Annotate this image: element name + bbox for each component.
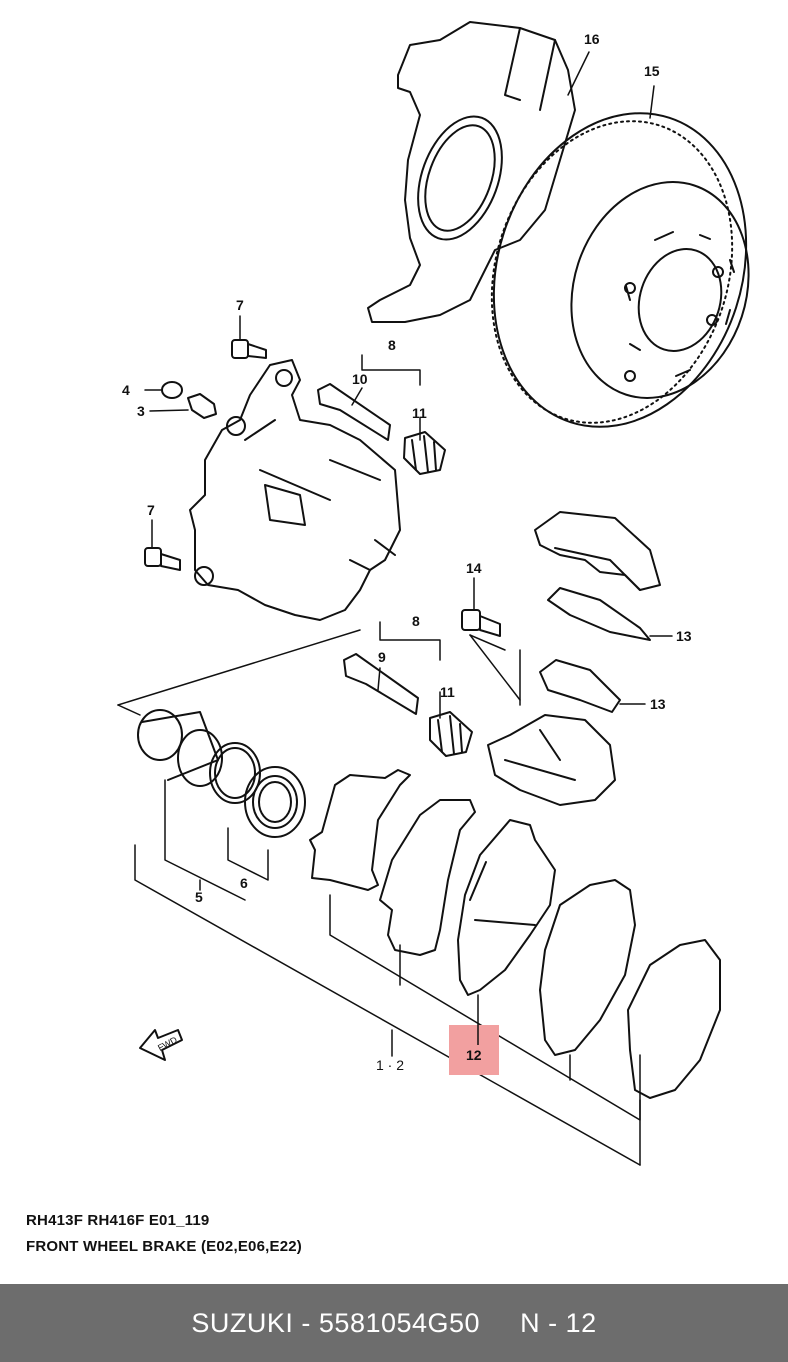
- fwd-arrow-icon: [139, 1029, 183, 1061]
- diagram-title: FRONT WHEEL BRAKE (E02,E06,E22): [26, 1238, 302, 1255]
- brake-pad-inner: [539, 879, 636, 1056]
- label-16: 16: [584, 31, 600, 47]
- label-5: 5: [195, 889, 203, 905]
- caliper-bracket-upper: [534, 511, 661, 591]
- leader-lines: [117, 51, 673, 1166]
- brake-exploded-diagram: 16 15 7 8 10 4 3 11 7 14 13 8 9 11 13 5 …: [117, 21, 750, 1166]
- bolt-7-top: [231, 339, 267, 359]
- bolt-14: [461, 609, 501, 637]
- label-1-2: 1 · 2: [376, 1057, 404, 1073]
- label-8-lower: 8: [412, 613, 420, 629]
- pad-shim-inner: [627, 939, 721, 1099]
- footer-bar: SUZUKI - 5581054G50 N - 12: [0, 1284, 788, 1362]
- label-15: 15: [644, 63, 660, 79]
- label-8-top: 8: [388, 337, 396, 353]
- label-13-upper: 13: [676, 628, 692, 644]
- pin-bolt-9: [343, 653, 419, 715]
- dust-shield: [367, 21, 576, 323]
- pin-bolt-10: [317, 383, 391, 441]
- boot-11-top: [403, 431, 446, 475]
- brake-disc: [490, 112, 750, 428]
- label-4: 4: [122, 382, 130, 398]
- pad-clip-13-upper: [547, 587, 651, 641]
- brand-part-number: SUZUKI - 5581054G50: [191, 1307, 481, 1338]
- caliper-bracket-lower: [487, 714, 616, 806]
- piston-boot-6: [244, 766, 306, 838]
- label-7-top: 7: [236, 297, 244, 313]
- label-9: 9: [378, 649, 386, 665]
- label-10: 10: [352, 371, 368, 387]
- pad-clip-13-lower: [539, 659, 621, 713]
- bleeder-screw-3: [187, 393, 217, 419]
- caliper-body: [189, 359, 401, 621]
- label-12: 12: [466, 1047, 482, 1063]
- label-11-top: 11: [412, 405, 427, 421]
- piston-seal: [209, 742, 261, 804]
- diagram-code: RH413F RH416F E01_119: [26, 1212, 210, 1229]
- label-7-lower: 7: [147, 502, 155, 518]
- label-11-lower: 11: [440, 684, 455, 700]
- page-indicator: N - 12: [520, 1307, 597, 1338]
- boot-11-lower: [429, 711, 473, 757]
- label-13-lower: 13: [650, 696, 666, 712]
- highlight-part-12: [449, 1025, 499, 1075]
- label-14: 14: [466, 560, 482, 576]
- bolt-7-lower: [144, 547, 181, 571]
- piston-5: [137, 709, 223, 787]
- brake-pad-outer: [457, 819, 556, 996]
- pad-shim-outer-1: [309, 769, 411, 891]
- cap-4: [161, 381, 183, 399]
- label-3: 3: [137, 403, 145, 419]
- label-6: 6: [240, 875, 248, 891]
- pad-shim-outer-2: [379, 799, 476, 956]
